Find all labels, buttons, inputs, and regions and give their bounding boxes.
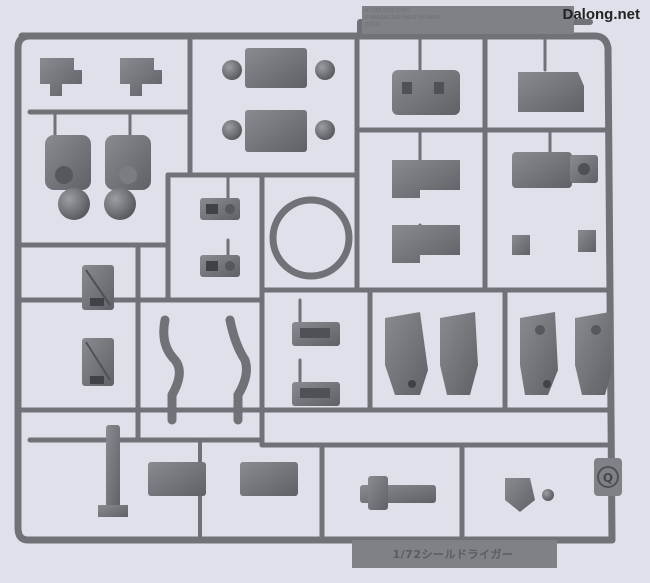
pad-parts-lower	[292, 322, 340, 406]
barrel-parts-bottom-right	[360, 476, 554, 512]
panel-parts-left	[82, 265, 114, 386]
housing-parts-top-right	[392, 70, 584, 115]
cylinder-parts	[45, 135, 151, 220]
sprue-letter: Q	[603, 471, 613, 485]
sprue-label: 1/72シールドライガー	[392, 548, 514, 561]
clip-parts-top-left	[40, 58, 162, 96]
copyright-line: © 1983-2002 TOMY	[365, 8, 410, 14]
bracket-parts-right	[392, 152, 598, 263]
copyright-plate	[362, 6, 574, 34]
copyright-line: © BANDAI 2002 MADE IN JAPAN	[365, 15, 441, 21]
copyright-text: © 1983-2002 TOMY © BANDAI 2002 MADE IN J…	[365, 8, 570, 29]
armor-parts-right	[385, 312, 612, 395]
sprue-letter-tab: Q	[594, 458, 622, 496]
box-parts-bottom	[148, 462, 298, 496]
center-parts	[200, 196, 353, 280]
sprue-label-plate	[352, 540, 557, 568]
sprue-runners	[14, 19, 616, 544]
rod-part-bottom-left	[98, 425, 128, 517]
watermark: Dalong.net	[562, 6, 641, 23]
block-parts-top-center	[222, 48, 335, 152]
copyright-line: ZOIDS	[365, 22, 381, 28]
hose-parts	[159, 315, 251, 425]
